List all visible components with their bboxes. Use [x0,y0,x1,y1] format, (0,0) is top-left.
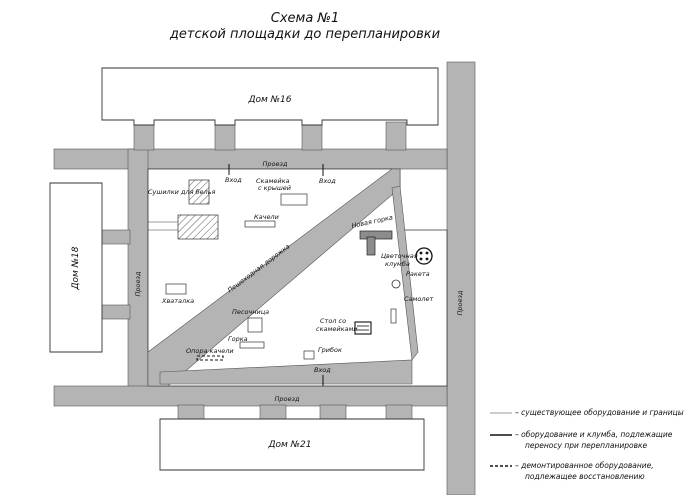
slide-label: Горка [228,335,248,343]
road-left-stub-1 [99,229,131,245]
legend-relocate-text-1: – оборудование и клумба, подлежащие [515,430,673,439]
road-top-stub-3 [301,121,323,151]
road-right-label: Проезд [456,290,464,315]
road-bottom-stub-1 [177,404,205,420]
flower-dot-3 [419,257,423,261]
scheme-title: Схема №1 [271,11,339,26]
mushroom-label: Грибок [318,346,342,354]
road-bottom-stub-3 [319,404,347,420]
table-label-1: Стол со [320,317,346,325]
road-bottom [53,385,448,407]
flower-dot-2 [425,251,429,255]
new-slide [359,230,393,256]
bench-with-roof [280,193,308,206]
buildings [49,67,439,471]
building-dom18-label: Дом №18 [71,246,81,290]
legend-dismantled-text-2: подлежащее восстановлению [525,472,645,481]
road-bottom-stub-2 [259,404,287,420]
laundry-dryer-2 [177,214,219,240]
road-top-stub-1 [133,121,155,151]
lower-path [159,359,413,385]
sandbox-label: Песочница [232,308,269,316]
building-dom18 [49,182,103,353]
legend-dismantled-text-1: – демонтированное оборудование, [515,461,654,470]
flower-dot-1 [419,251,423,255]
road-top [53,148,448,170]
building-dom21-label: Дом №21 [267,440,311,450]
road-top-stub-4 [385,121,407,151]
building-dom21 [159,418,425,471]
grabber-label: Хваталка [161,297,194,305]
bench-label-2: с крышей [258,184,291,192]
road-left-label: Проезд [134,271,142,296]
slide [239,341,265,349]
rocket-label: Ракета [406,270,430,278]
building-dom16 [101,67,439,126]
road-right [446,61,476,495]
building-dom16-label: Дом №16 [247,95,291,105]
road-top-label: Проезд [263,160,288,168]
flower-bed-label-1: Цветочная [381,252,418,260]
road-left [127,148,149,390]
entrance-label-3: Вход [314,366,331,374]
table-with-benches [354,321,372,335]
flower-bed-label-2: клумба [385,260,410,268]
road-bottom-stub-4 [385,404,413,420]
legend: – существующее оборудование и границы – … [490,408,684,481]
flower-dot-4 [425,257,429,261]
swings-label: Качели [254,213,279,221]
swings [244,220,276,228]
road-top-stub-2 [214,121,236,151]
right-path [391,185,419,361]
airplane-label: Самолет [404,295,434,303]
rocket [391,279,401,289]
road-left-stub-2 [99,304,131,320]
grabber [165,283,187,295]
swing-support-dismantled [196,355,224,361]
legend-existing-text: – существующее оборудование и границы [515,408,684,417]
entrance-label-2: Вход [319,177,336,185]
laundry-dryer-1 [188,179,210,205]
airplane [390,308,397,324]
swing-support-label: Опора качели [186,347,234,355]
table-label-2: скамейками [316,325,358,333]
bench-label-1: Скамейка [256,177,290,185]
road-bottom-label: Проезд [275,395,300,403]
scheme-subtitle: детской площадки до перепланировки [169,27,440,42]
entrance-label-1: Вход [225,176,242,184]
flower-bed [415,247,433,265]
legend-relocate-text-2: переносу при перепланировке [525,441,648,450]
laundry-dryer-label: Сушилки для белья [148,188,216,196]
mushroom-shelter [303,350,315,360]
sandbox [247,317,263,333]
